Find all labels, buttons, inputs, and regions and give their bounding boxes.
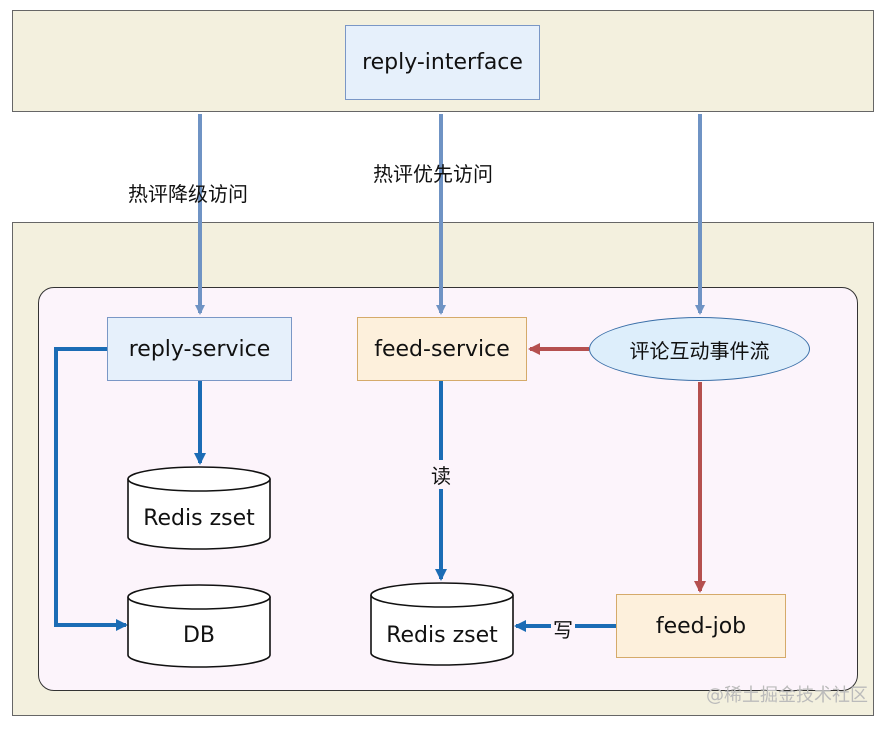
feed-service-label: feed-service [374,336,510,362]
degraded-access-label: 热评降级访问 [128,182,248,206]
reply-service-label: reply-service [128,336,271,362]
db-label: DB [182,623,216,648]
watermark: @稀土掘金技术社区 [706,685,868,706]
reply-service-node: reply-service [107,317,292,381]
read-label: 读 [429,460,453,489]
db-icon: DB [126,583,272,669]
event-stream-label: 评论互动事件流 [629,338,770,363]
reply-interface-node: reply-interface [345,25,540,100]
redis-zset-center-label: Redis zset [386,623,498,648]
reply-interface-label: reply-interface [362,50,523,75]
redis-zset-center-db-icon: Redis zset [369,581,515,667]
feed-service-node: feed-service [357,317,527,381]
write-label: 写 [551,614,575,643]
redis-zset-left-db-icon: Redis zset [126,465,272,551]
event-stream-node: 评论互动事件流 [589,317,810,381]
feed-job-node: feed-job [616,594,786,658]
priority-access-label: 热评优先访问 [373,162,493,186]
feed-job-label: feed-job [655,613,747,639]
edge-reply-db [54,347,128,631]
redis-zset-left-label: Redis zset [143,506,255,531]
